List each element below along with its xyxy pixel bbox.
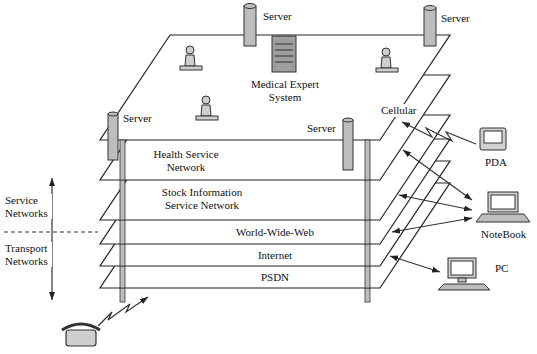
phone-link [98,297,148,326]
notebook-icon [476,192,530,222]
cellular-link [402,122,476,144]
device-label: NoteBook [480,228,527,241]
expert-system-icon [272,36,296,72]
device-label: Cellular [380,104,417,117]
user-icon [180,46,398,120]
pc-icon [438,258,490,290]
device-label: Server [306,122,337,135]
layer-divider [4,232,98,233]
layer-label: Health Service Network [148,148,224,173]
device-label: Server [262,10,293,23]
device-label: Server [440,12,471,25]
access-arrow [390,150,472,272]
layer-label: Internet [220,249,330,262]
device-label: Transport Networks [4,242,52,267]
layer-label: World-Wide-Web [220,226,330,239]
layer-label: Medical Expert System [240,78,330,103]
layer-label: PSDN [220,271,330,284]
pda-icon [480,128,506,150]
server-cylinder [108,4,436,171]
device-label: PDA [484,156,508,169]
device-label: PC [494,262,509,275]
layer-label: Stock Information Service Network [150,186,254,211]
device-label: Server [122,112,153,125]
telephone-icon [62,324,100,346]
device-label: Service Networks [4,194,52,219]
